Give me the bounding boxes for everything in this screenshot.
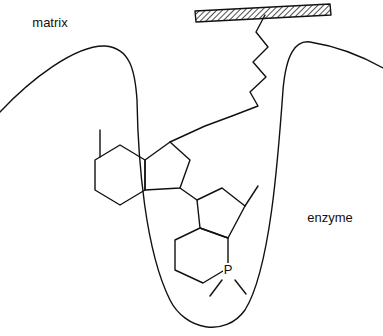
region-label: matrix [32,16,67,29]
enzyme-outline [0,42,383,327]
region-label: enzyme [307,211,353,224]
ring [197,188,245,238]
ring [175,228,228,283]
linker-chain [170,15,268,142]
ring [95,145,145,205]
atom-label: P [223,263,234,276]
ring [145,142,190,190]
